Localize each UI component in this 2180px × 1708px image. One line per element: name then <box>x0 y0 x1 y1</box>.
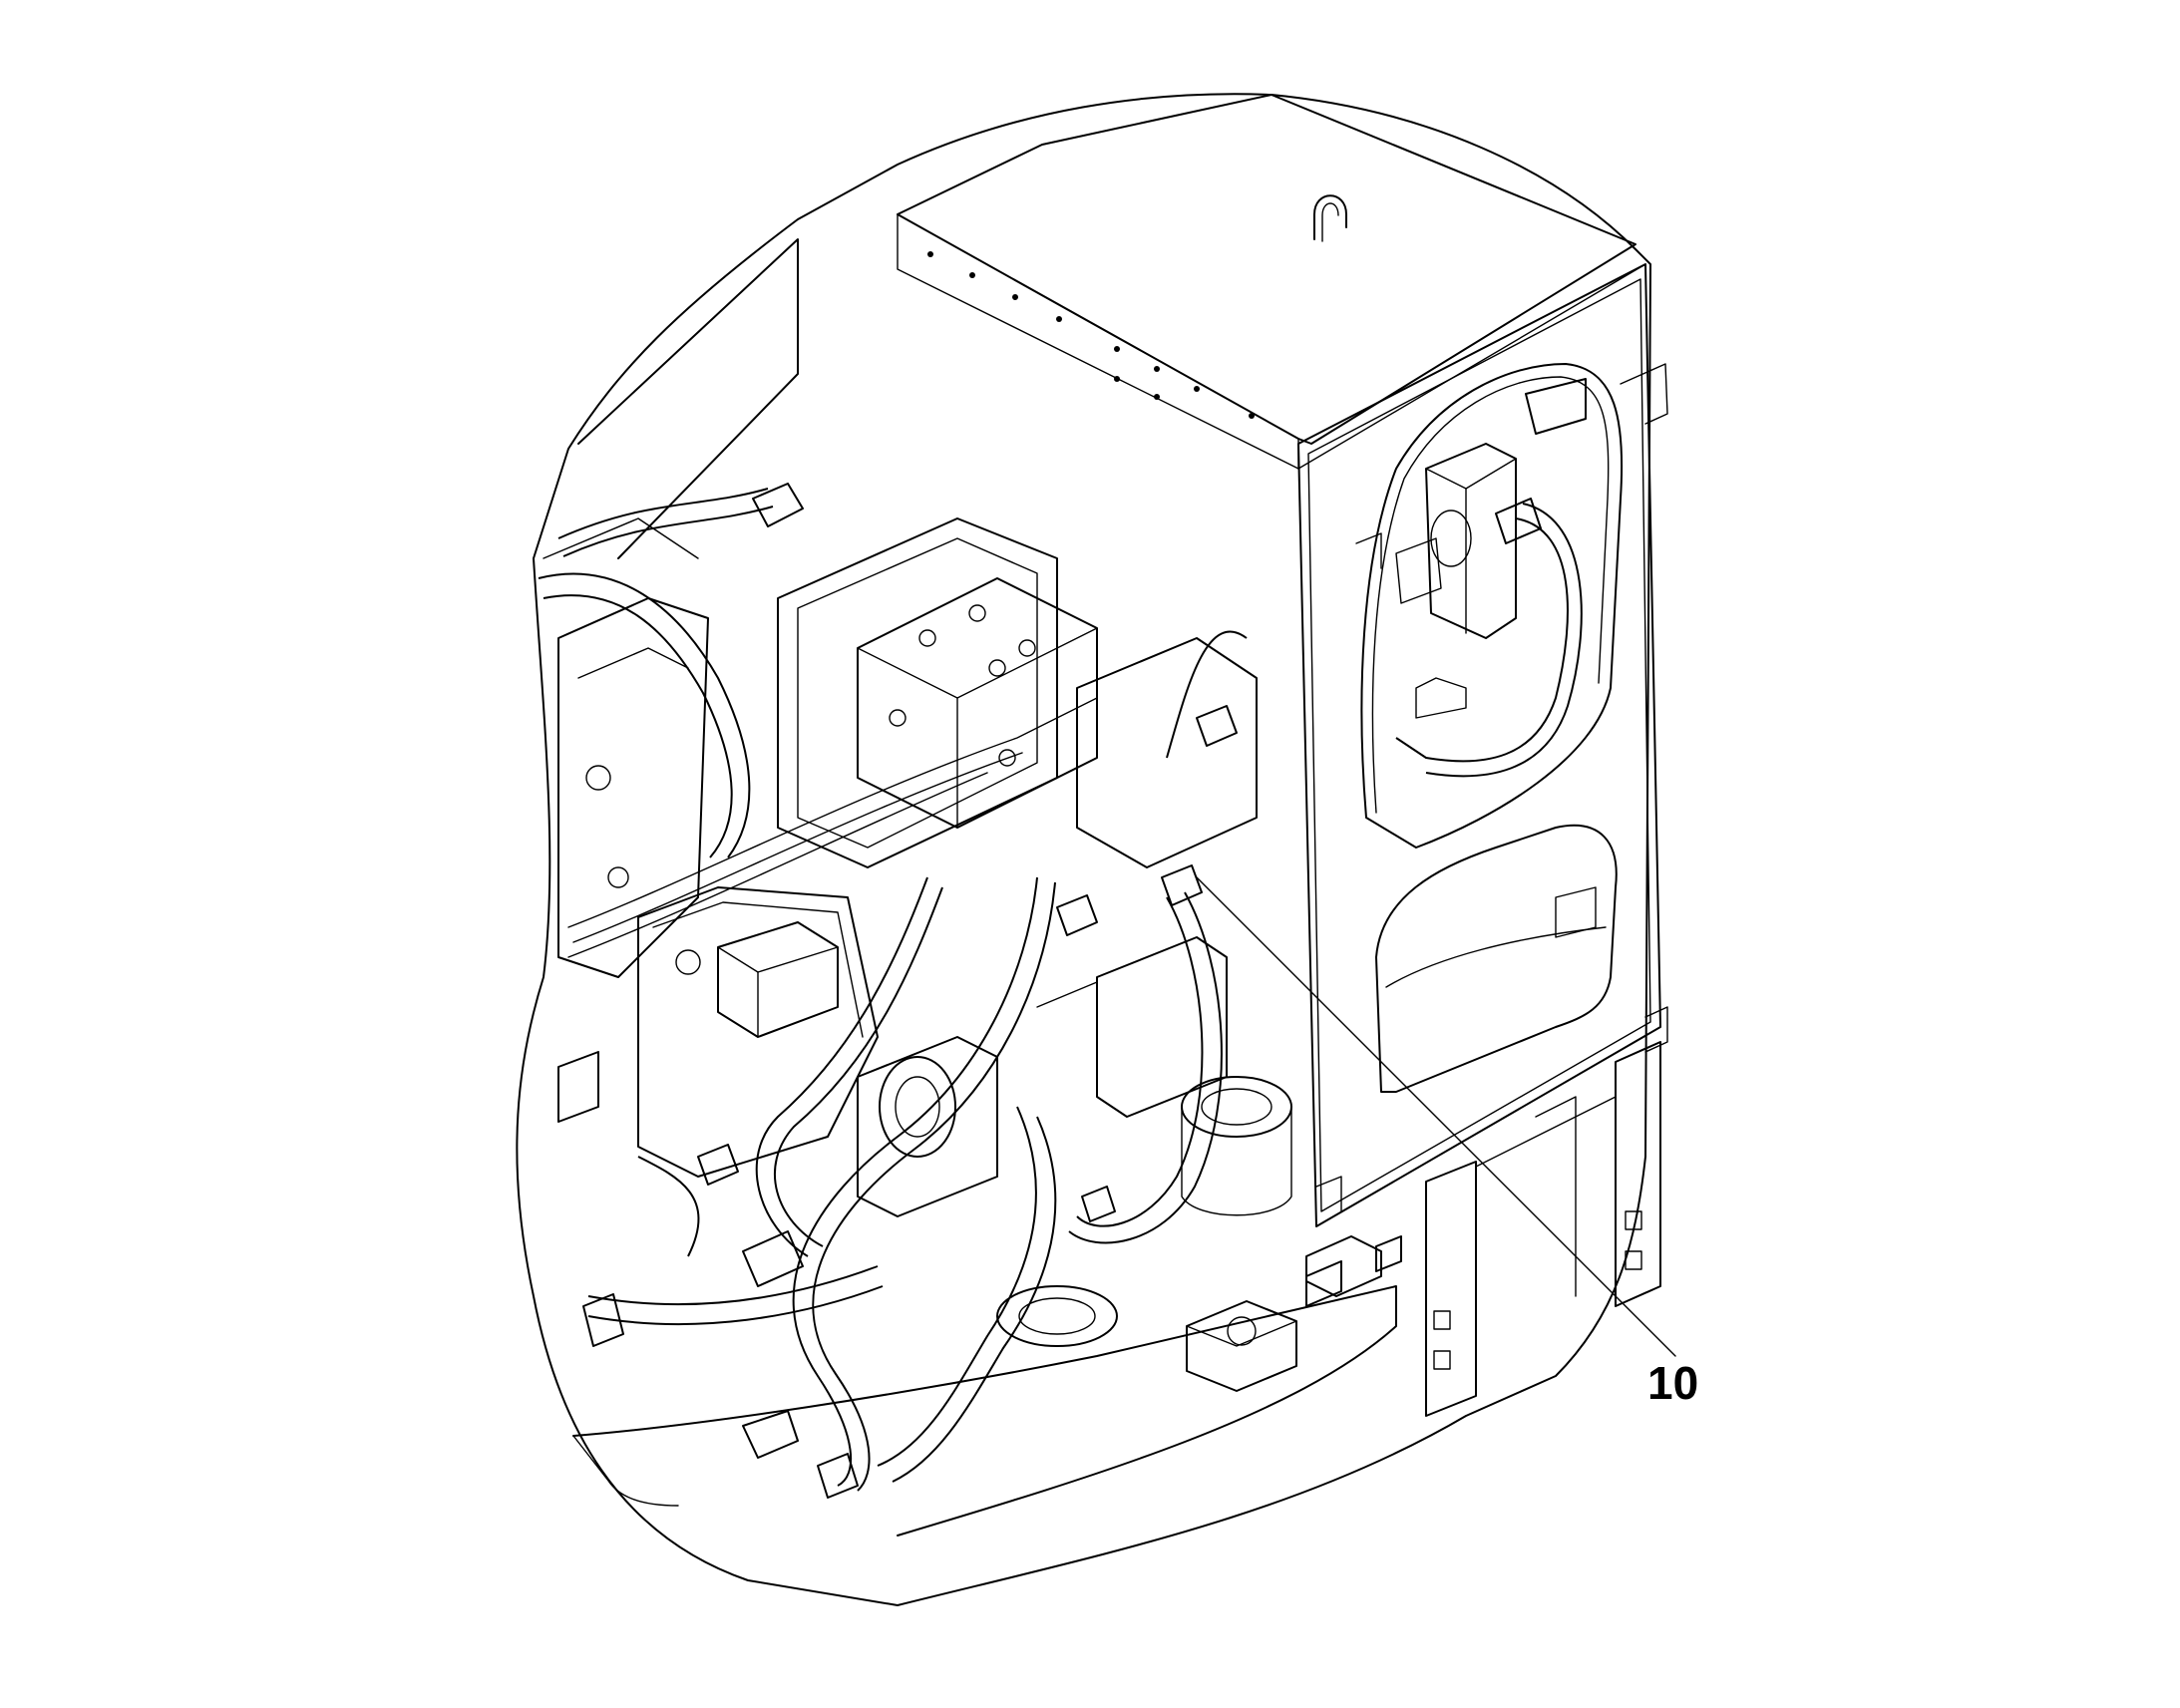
panel-rivets <box>927 251 1255 419</box>
upper-service-opening <box>1360 363 1624 849</box>
cabinet-side-panel <box>1297 263 1661 1227</box>
hydraulic-hoses <box>538 488 1248 1492</box>
pump-flange-upper <box>777 517 1058 868</box>
left-bulkhead <box>577 238 799 559</box>
callout-10-label: 10 <box>1647 1357 1699 1409</box>
base-plate <box>572 1285 1397 1537</box>
cutaway-boundary <box>516 93 1651 1606</box>
hose-fittings <box>582 483 1542 1499</box>
gear-pump-center <box>857 1036 998 1217</box>
control-valve-block <box>857 577 1098 829</box>
cabinet-support-legs <box>1425 1041 1661 1417</box>
floor-flanges <box>996 1076 1382 1392</box>
callout-10-leader <box>1196 876 1676 1357</box>
valve-manifold-right <box>1036 637 1258 1118</box>
lifting-eye <box>1313 194 1347 240</box>
filter-housing <box>1395 378 1587 639</box>
filter-hose <box>1395 517 1569 763</box>
main-pump-lower <box>637 886 879 1178</box>
mounting-blocks <box>557 1051 1402 1307</box>
main-pump-left <box>557 597 709 978</box>
lower-service-opening <box>1375 824 1618 1093</box>
cabinet-top-panel <box>897 94 1636 445</box>
